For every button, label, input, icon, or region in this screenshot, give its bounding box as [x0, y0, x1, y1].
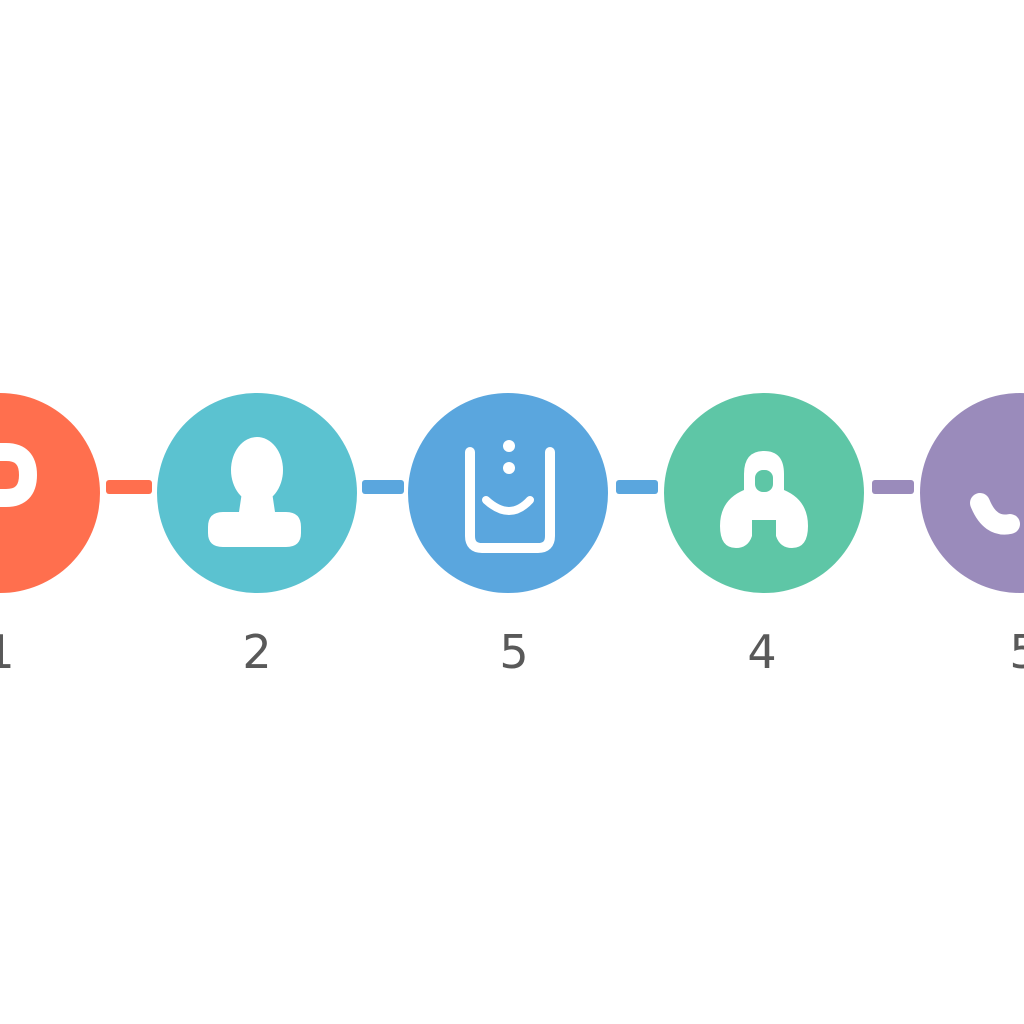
- p-icon: [0, 443, 37, 507]
- step-2: [157, 393, 357, 593]
- lock-icon: [720, 451, 808, 548]
- step-1-label: 1: [0, 625, 15, 679]
- step-5-circle: [920, 393, 1024, 593]
- device-icon: [465, 447, 555, 553]
- connector-4-5: [872, 480, 914, 494]
- step-1: [0, 393, 100, 593]
- step-4: [664, 393, 864, 593]
- step-5-label: 5: [1009, 625, 1024, 679]
- step-5: [920, 393, 1024, 593]
- person-icon: [208, 437, 301, 547]
- step-3: [408, 393, 608, 593]
- connector-2-3: [362, 480, 404, 494]
- step-4-label: 4: [747, 625, 776, 679]
- phone-icon: [970, 493, 1020, 535]
- device-dots-icon: [503, 440, 515, 474]
- step-1-circle: [0, 393, 100, 593]
- step-3-label: 5: [499, 625, 528, 679]
- step-3-circle: [408, 393, 608, 593]
- connector-3-4: [616, 480, 658, 494]
- step-2-label: 2: [242, 625, 271, 679]
- connector-1-2: [106, 480, 152, 494]
